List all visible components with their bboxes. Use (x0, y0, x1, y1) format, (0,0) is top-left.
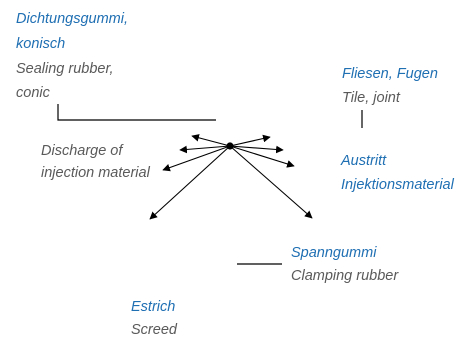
tile-joint-en: Tile, joint (342, 90, 400, 106)
discharge-de-line2: Injektionsmaterial (341, 177, 454, 193)
sealing-rubber-en-line1: Sealing rubber, (16, 61, 114, 77)
discharge-en-line2: injection material (41, 165, 150, 181)
arrow-left-long (149, 145, 231, 220)
sealing-rubber-leader (57, 104, 216, 121)
arrow-right-upper (229, 134, 271, 147)
clamping-rubber-en: Clamping rubber (291, 268, 399, 284)
arrow-left-upper (191, 134, 231, 147)
sealing-rubber-de-line2: konisch (16, 36, 66, 52)
arrow-right-mid (229, 145, 284, 154)
discharge-en-line1: Discharge of (41, 143, 123, 159)
discharge-de-line1: Austritt (341, 153, 387, 169)
tile-joint-de: Fliesen, Fugen (342, 66, 438, 82)
arrow-left-mid (179, 145, 231, 154)
sealing-rubber-en-line2: conic (16, 85, 50, 101)
arrow-left-low (162, 145, 231, 172)
screed-en: Screed (131, 322, 177, 338)
sealing-rubber-de-line1: Dichtungsgummi, (16, 11, 129, 27)
screed-de: Estrich (131, 299, 176, 315)
discharge-point (226, 142, 234, 150)
clamping-rubber-de: Spanngummi (291, 245, 377, 261)
arrow-right-low (229, 145, 295, 168)
arrow-right-long (229, 145, 313, 219)
discharge-arrows (149, 134, 313, 220)
